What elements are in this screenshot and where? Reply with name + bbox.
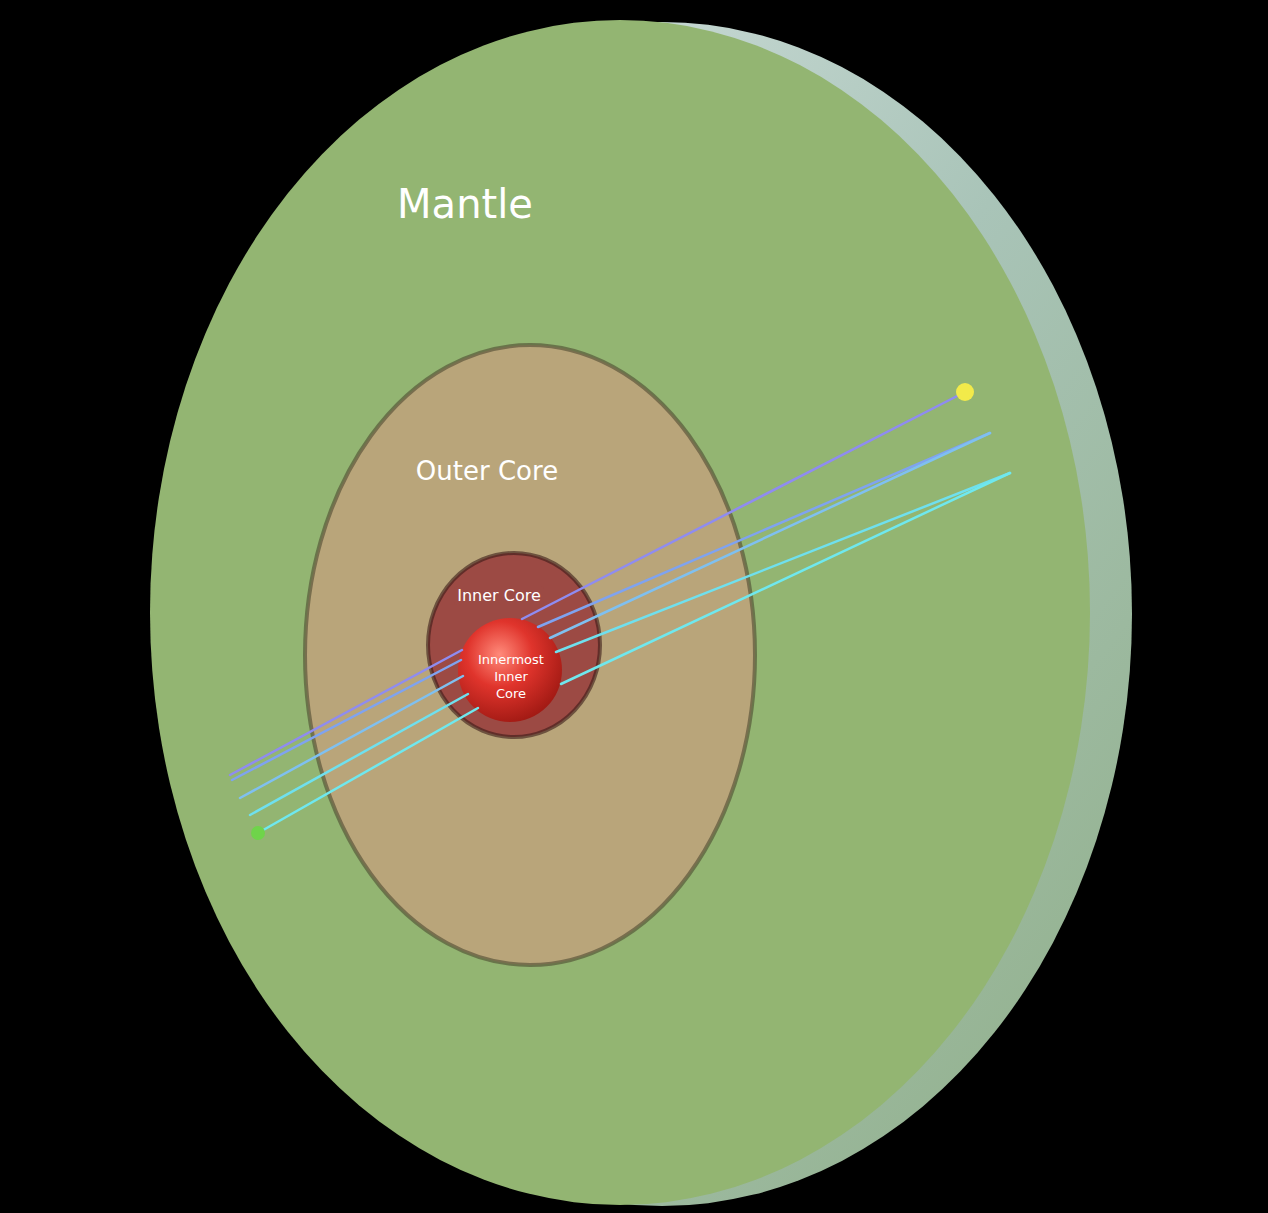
earth-layer: Outer CoreInner CoreInnermost Inner Core [305, 345, 755, 965]
layer-label: Outer Core [416, 456, 558, 487]
layer-label: Mantle [397, 180, 533, 228]
earth-layer: Innermost Inner Core [458, 618, 562, 722]
earth-layer: MantleOuter CoreInner CoreInnermost Inne… [150, 20, 1090, 1205]
layer-label: Innermost Inner Core [478, 652, 544, 703]
earth-layer: Inner CoreInnermost Inner Core [428, 553, 600, 737]
layer-label: Inner Core [454, 586, 544, 605]
